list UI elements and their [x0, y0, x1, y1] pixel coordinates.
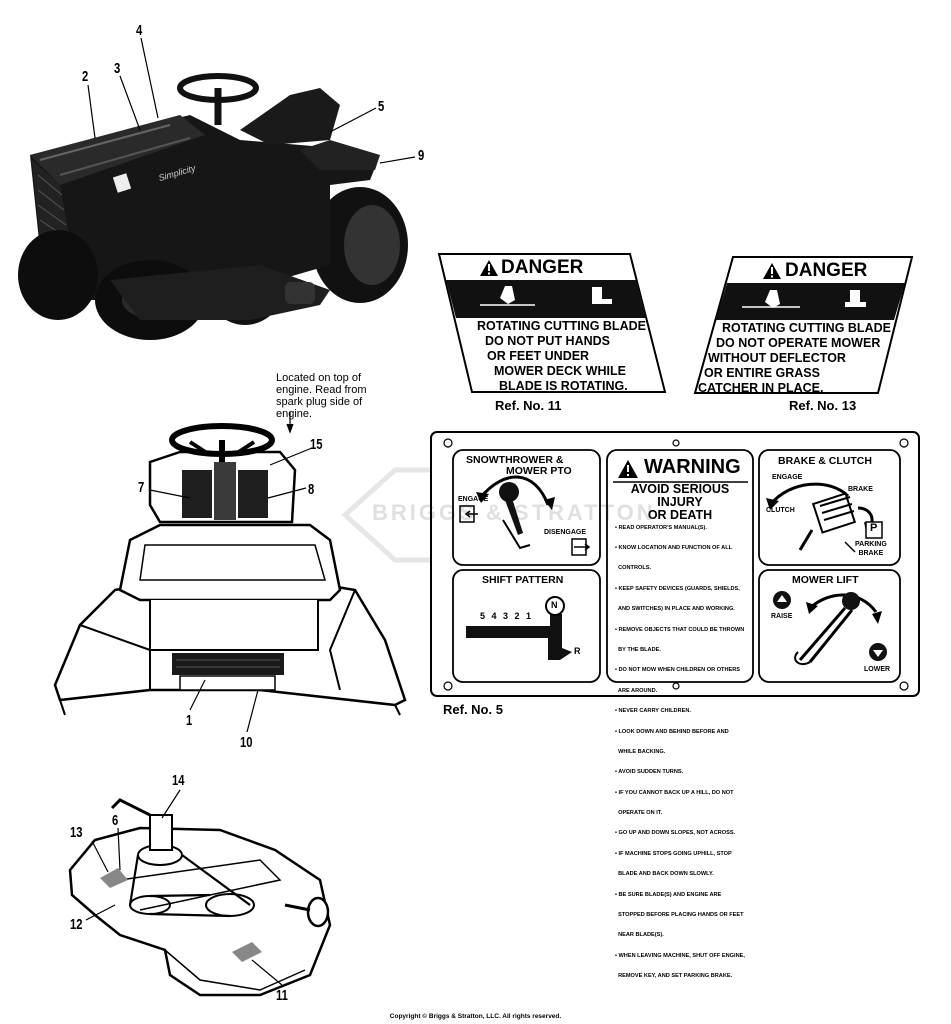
watermark-text: BRIGGS & STRATTON [372, 500, 656, 525]
shift-title: SHIFT PATTERN [482, 574, 564, 586]
danger-13-text: ROTATING CUTTING BLADE DO NOT OPERATE MO… [698, 321, 891, 395]
tractor-leaders [87, 37, 416, 164]
ref-no-5: Ref. No. 5 [443, 702, 503, 717]
callout-10: 10 [240, 734, 253, 751]
brake-brake-label: BRAKE [848, 486, 873, 493]
callout-3: 3 [114, 60, 121, 77]
ref-no-11: Ref. No. 11 [495, 398, 562, 413]
callout-8: 8 [308, 481, 315, 498]
callout-14: 14 [172, 772, 185, 789]
pto-title: SNOWTHROWER & MOWER PTO [466, 454, 572, 477]
callout-15: 15 [310, 436, 323, 453]
danger-11-header: DANGER [501, 257, 584, 278]
shift-reverse: R [574, 646, 581, 656]
danger-13-header: DANGER [785, 260, 868, 281]
brake-clutch-label: CLUTCH [766, 507, 795, 514]
pto-disengage-label: DISENGAGE [544, 529, 587, 536]
deck-leaders [85, 789, 283, 986]
shift-neutral: N [551, 600, 558, 610]
parking-brake-label: PARKING BRAKE [855, 541, 887, 557]
warning-header: WARNING [644, 456, 741, 478]
callout-11: 11 [276, 987, 288, 1004]
danger-decal-11 [437, 253, 667, 393]
rear-view-leaders [149, 412, 313, 733]
callout-9: 9 [418, 147, 425, 164]
brake-engage-label: ENGAGE [772, 474, 803, 481]
warning-list: • READ OPERATOR'S MANUAL(S). • KNOW LOCA… [615, 524, 745, 980]
callout-12: 12 [70, 916, 83, 933]
callout-13: 13 [70, 824, 83, 841]
parking-p-icon: P [870, 522, 878, 534]
lift-raise-label: RAISE [771, 613, 793, 620]
callout-6: 6 [112, 812, 119, 829]
danger-decal-13 [693, 256, 914, 394]
mower-deck-illustration [68, 798, 332, 997]
callout-5: 5 [378, 98, 385, 115]
callout-7: 7 [138, 479, 145, 496]
engine-location-note: Located on top of engine. Read from spar… [276, 372, 367, 420]
lift-lower-label: LOWER [864, 666, 891, 673]
copyright-notice: Copyright © Briggs & Stratton, LLC. All … [389, 1013, 562, 1020]
shift-gears: 5 4 3 2 1 [480, 611, 534, 621]
control-decal-5 [430, 431, 920, 697]
pto-engage-label: ENGAGE [458, 496, 489, 503]
lift-title: MOWER LIFT [792, 574, 859, 586]
warning-subheader: AVOID SERIOUS INJURY OR DEATH [630, 482, 730, 522]
callout-4: 4 [136, 22, 143, 39]
tractor-illustration [18, 73, 408, 340]
brake-title: BRAKE & CLUTCH [778, 455, 872, 467]
danger-11-text: ROTATING CUTTING BLADE DO NOT PUT HANDS … [477, 319, 646, 393]
callout-1: 1 [186, 712, 193, 729]
ref-no-13: Ref. No. 13 [789, 398, 857, 413]
callout-2: 2 [82, 68, 89, 85]
rear-view-illustration [53, 423, 407, 716]
